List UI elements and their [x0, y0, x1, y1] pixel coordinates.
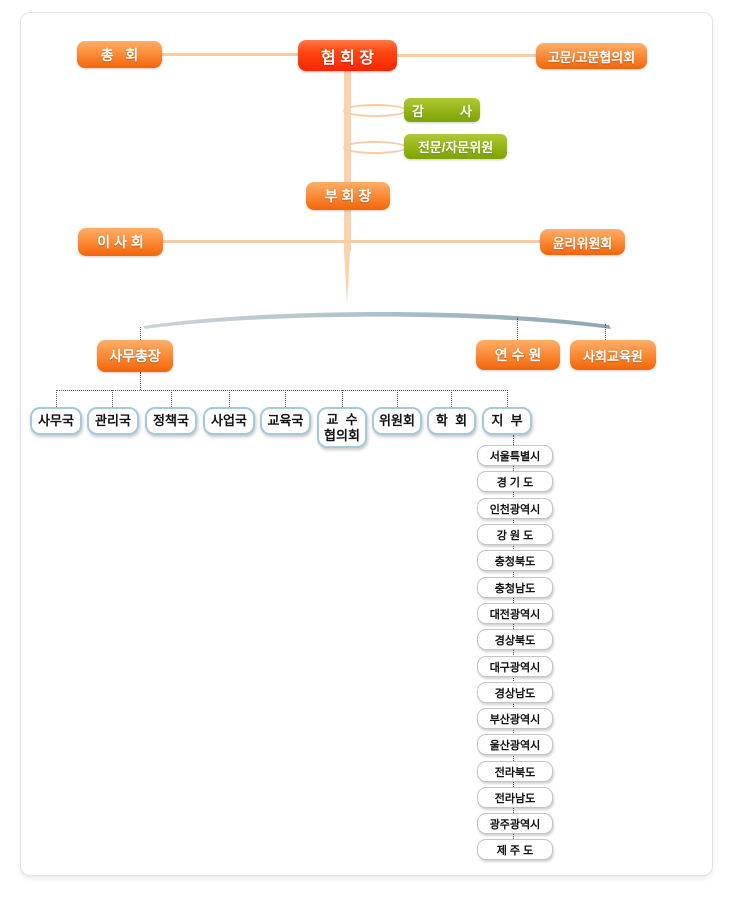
- branch-chungbuk: 충청북도: [477, 550, 553, 571]
- dotted-stub-4: [229, 390, 230, 407]
- branch-chungnam: 충청남도: [477, 577, 553, 598]
- dotted-stub-3: [171, 390, 172, 407]
- connector-expert-lens: [343, 141, 407, 154]
- branch-gyeongbuk: 경상북도: [477, 629, 553, 650]
- dept-gwanliguk: 관리국: [87, 407, 139, 435]
- dotted-secretary-down: [140, 372, 141, 390]
- branch-incheon: 인천광역시: [477, 498, 553, 519]
- branch-gyeonggi: 경 기 도: [477, 471, 553, 492]
- dotted-stub-8: [451, 390, 452, 407]
- branch-jeonnam: 전라남도: [477, 787, 553, 808]
- node-advisors: 고문/고문협의회: [536, 43, 647, 69]
- dept-professor-council: 교 수 협의회: [317, 407, 367, 448]
- dept-society: 학 회: [427, 407, 476, 435]
- dotted-stub-9: [507, 390, 508, 407]
- dotted-swoosh-secretary: [140, 327, 141, 340]
- dotted-departments-bus: [56, 390, 508, 391]
- connector-chairman-advisors: [396, 54, 538, 57]
- branch-busan: 부산광역시: [477, 708, 553, 729]
- dotted-stub-5: [285, 390, 286, 407]
- dotted-stub-6: [342, 390, 343, 407]
- dept-gyoyukguk: 교육국: [260, 407, 311, 435]
- branch-gangwon: 강 원 도: [477, 524, 553, 545]
- node-auditor: 감 사: [404, 98, 480, 122]
- branch-daejeon: 대전광역시: [477, 603, 553, 624]
- connector-board-ethics: [161, 240, 541, 243]
- dept-committee: 위원회: [372, 407, 422, 435]
- node-expert-advisory: 전문/자문위원: [404, 134, 507, 159]
- connector-chairman-down: [344, 71, 351, 251]
- connector-taper: [344, 251, 350, 305]
- node-social-education: 사회교육원: [570, 340, 656, 370]
- dept-saeopguk: 사업국: [203, 407, 255, 435]
- connector-auditor-lens: [343, 104, 407, 117]
- node-chairman: 협 회 장: [298, 40, 397, 71]
- branch-seoul: 서울특별시: [477, 445, 553, 466]
- dotted-stub-2: [112, 390, 113, 407]
- branch-ulsan: 울산광역시: [477, 734, 553, 755]
- dept-branches: 지 부: [482, 407, 532, 435]
- swoosh-curve: [143, 311, 611, 329]
- node-board: 이 사 회: [78, 228, 163, 256]
- node-general-assembly: 총 회: [77, 41, 162, 68]
- node-secretary-general: 사무총장: [97, 340, 173, 372]
- connector-assembly-chairman: [160, 53, 300, 56]
- dotted-swoosh-training: [517, 318, 518, 340]
- dept-samuguk: 사무국: [30, 407, 82, 435]
- node-vice-chairman: 부 회 장: [306, 182, 390, 210]
- dept-jeongchaekguk: 정책국: [145, 407, 197, 435]
- branch-jeonbuk: 전라북도: [477, 761, 553, 782]
- dotted-swoosh-socialedu: [605, 324, 606, 340]
- chart-panel: [20, 12, 713, 876]
- branch-gyeongnam: 경상남도: [477, 682, 553, 703]
- dotted-stub-1: [56, 390, 57, 407]
- node-ethics-committee: 윤리위원회: [540, 229, 625, 255]
- branch-gwangju: 광주광역시: [477, 813, 553, 834]
- dotted-stub-7: [397, 390, 398, 407]
- branch-jeju: 제 주 도: [477, 839, 553, 860]
- node-training-institute: 연 수 원: [476, 340, 560, 370]
- branch-daegu: 대구광역시: [477, 656, 553, 677]
